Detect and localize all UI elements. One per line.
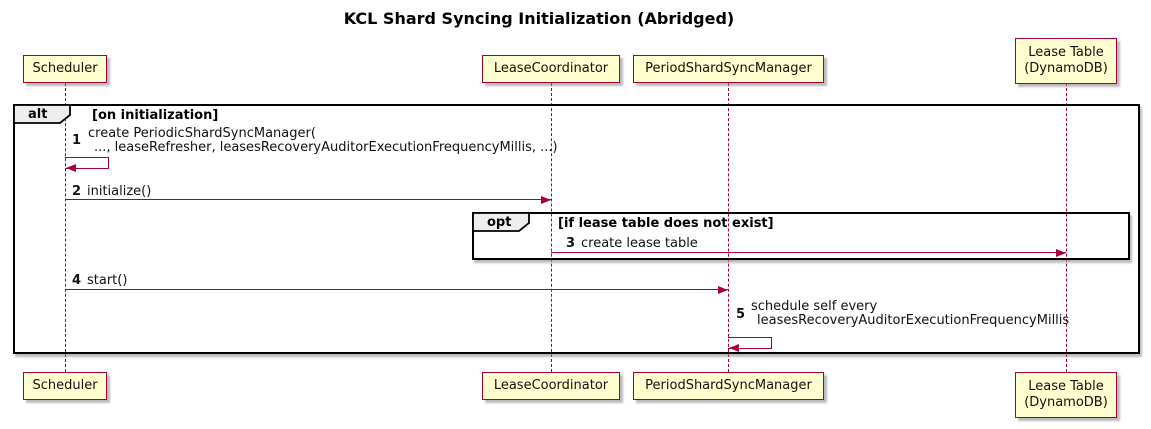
- message-1-arrowhead-icon: [66, 164, 76, 172]
- message-4-number: 4: [72, 273, 82, 288]
- opt-operator-pentagon: [472, 212, 530, 232]
- participant-scheduler-bottom: Scheduler: [23, 372, 107, 400]
- message-4-arrowhead-icon: [718, 286, 728, 294]
- message-3-arrowhead-icon: [1056, 249, 1066, 257]
- participant-scheduler-top: Scheduler: [23, 55, 107, 83]
- participant-label: Scheduler: [32, 61, 98, 76]
- message-5-self-arrow: [728, 337, 772, 349]
- message-5-number: 5: [736, 307, 746, 322]
- lifeline-leasecoordinator: [551, 83, 552, 372]
- diagram-title: KCL Shard Syncing Initialization (Abridg…: [343, 9, 735, 28]
- message-3-text: create lease table: [581, 236, 698, 251]
- lifeline-scheduler: [65, 83, 66, 372]
- participant-label-line1: Lease Table: [1028, 45, 1104, 60]
- message-2-arrowhead-icon: [541, 196, 551, 204]
- participant-label: PeriodShardSyncManager: [645, 61, 812, 76]
- message-3-arrow-line: [551, 252, 1066, 253]
- message-5-text: schedule self every leasesRecoveryAudito…: [751, 300, 1069, 328]
- message-4-text: start(): [87, 273, 128, 288]
- participant-leasetable-bottom: Lease Table (DynamoDB): [1015, 372, 1117, 418]
- message-1-line2: ..., leaseRefresher, leasesRecoveryAudit…: [94, 140, 558, 155]
- alt-guard-text: [on initialization]: [92, 108, 219, 123]
- message-5-line1: schedule self every: [751, 299, 878, 314]
- message-2-arrow-line: [65, 199, 551, 200]
- alt-operator-label: alt: [28, 107, 48, 122]
- participant-label: LeaseCoordinator: [493, 61, 609, 76]
- participant-label: PeriodShardSyncManager: [645, 378, 812, 393]
- participant-leasecoordinator-top: LeaseCoordinator: [482, 55, 620, 83]
- participant-leasetable-top: Lease Table (DynamoDB): [1015, 38, 1117, 84]
- participant-leasecoordinator-bottom: LeaseCoordinator: [482, 372, 620, 400]
- opt-frame: opt [if lease table does not exist]: [472, 212, 1130, 260]
- participant-label-line1: Lease Table: [1028, 379, 1104, 394]
- message-2-text: initialize(): [87, 184, 152, 199]
- message-1-line1: create PeriodicShardSyncManager(: [88, 126, 316, 141]
- participant-label-line2: (DynamoDB): [1024, 395, 1108, 410]
- lifeline-leasetable: [1066, 83, 1067, 372]
- lifeline-periodshardsyncmanager: [728, 83, 729, 372]
- message-5-arrowhead-icon: [729, 344, 739, 352]
- participant-periodshardsyncmanager-top: PeriodShardSyncManager: [633, 55, 824, 83]
- message-1-number: 1: [72, 133, 82, 148]
- participant-label-line2: (DynamoDB): [1024, 61, 1108, 76]
- alt-operator-pentagon: [13, 104, 71, 124]
- participant-periodshardsyncmanager-bottom: PeriodShardSyncManager: [633, 372, 824, 400]
- message-2-number: 2: [72, 184, 82, 199]
- message-4-arrow-line: [65, 289, 728, 290]
- opt-guard-text: [if lease table does not exist]: [558, 216, 774, 231]
- opt-operator-label: opt: [487, 215, 512, 230]
- participant-label: LeaseCoordinator: [493, 378, 609, 393]
- participant-label: Scheduler: [32, 378, 98, 393]
- message-1-self-arrow: [65, 157, 109, 169]
- message-5-line2: leasesRecoveryAuditorExecutionFrequencyM…: [757, 313, 1070, 328]
- message-3-number: 3: [566, 236, 576, 251]
- alt-frame: alt [on initialization]: [13, 104, 1140, 354]
- message-1-text: create PeriodicShardSyncManager( ..., le…: [88, 127, 558, 155]
